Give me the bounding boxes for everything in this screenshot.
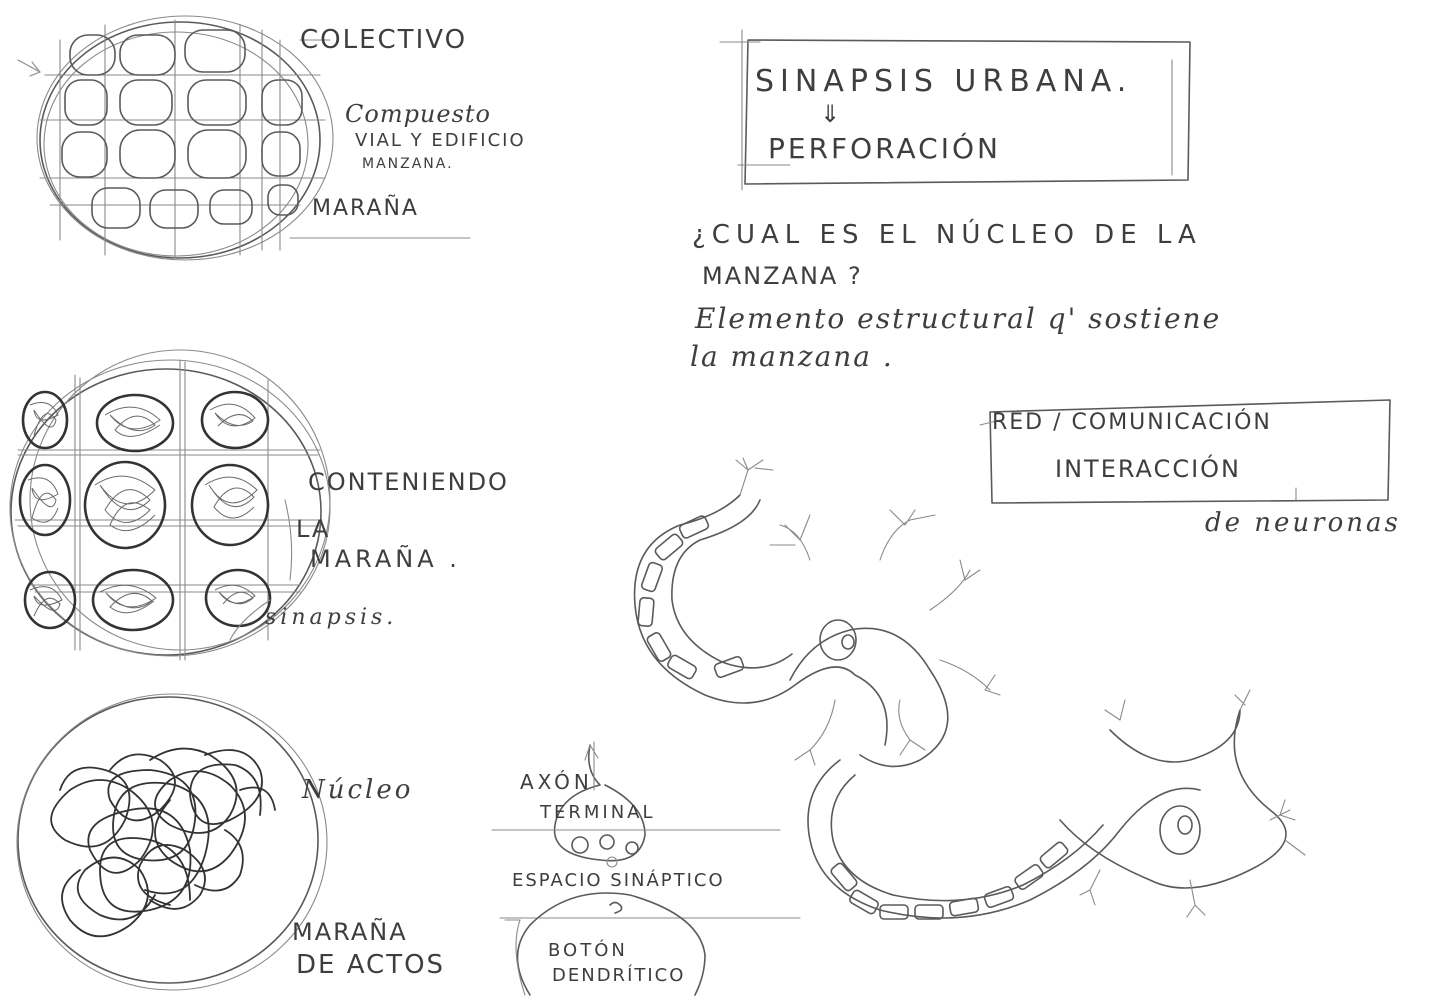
question-line-2: MANZANA ? bbox=[702, 262, 863, 290]
label-espacio-sinaptico: ESPACIO SINÁPTICO bbox=[512, 870, 725, 891]
label-red-comunicacion: RED / COMUNICACIÓN bbox=[992, 410, 1272, 435]
label-marana-actos-1: MARAÑA bbox=[292, 918, 408, 946]
label-compuesto: Compuesto bbox=[345, 100, 491, 128]
label-marana-actos-2: DE ACTOS bbox=[296, 950, 445, 980]
title-sinapsis-urbana: SINAPSIS URBANA. bbox=[755, 64, 1132, 99]
question-line-1: ¿CUAL ES EL NÚCLEO DE LA bbox=[692, 220, 1202, 250]
label-axon: AXÓN bbox=[520, 770, 593, 794]
neuron-lower-sketch bbox=[808, 690, 1305, 919]
label-nucleo: Núcleo bbox=[302, 775, 413, 805]
answer-line-1: Elemento estructural q' sostiene bbox=[695, 302, 1221, 335]
label-marana-top: MARAÑA bbox=[312, 196, 419, 221]
title-box bbox=[720, 30, 1190, 190]
arrow-down-icon: ⇓ bbox=[820, 100, 842, 128]
label-conteniendo: CONTENIENDO bbox=[308, 468, 509, 496]
label-vial-edificio: VIAL Y EDIFICIO bbox=[355, 130, 526, 151]
answer-line-2: la manzana . bbox=[690, 340, 894, 373]
label-perforacion: PERFORACIÓN bbox=[768, 132, 1001, 165]
label-interaccion: INTERACCIÓN bbox=[1055, 455, 1241, 483]
label-de-neuronas: de neuronas bbox=[1205, 508, 1401, 538]
label-la: LA bbox=[296, 515, 330, 543]
neuron-upper-sketch bbox=[635, 458, 1000, 766]
label-sinapsis-small: sinapsis. bbox=[265, 605, 397, 630]
tangle-of-acts-sketch bbox=[17, 694, 327, 990]
label-colectivo: COLECTIVO bbox=[300, 25, 467, 55]
label-manzana-small: MANZANA. bbox=[362, 156, 454, 172]
label-marana-mid: MARAÑA . bbox=[310, 545, 461, 573]
label-dendritico: DENDRÍTICO bbox=[552, 965, 685, 986]
label-boton: BOTÓN bbox=[548, 940, 628, 961]
label-terminal: TERMINAL bbox=[540, 802, 656, 823]
